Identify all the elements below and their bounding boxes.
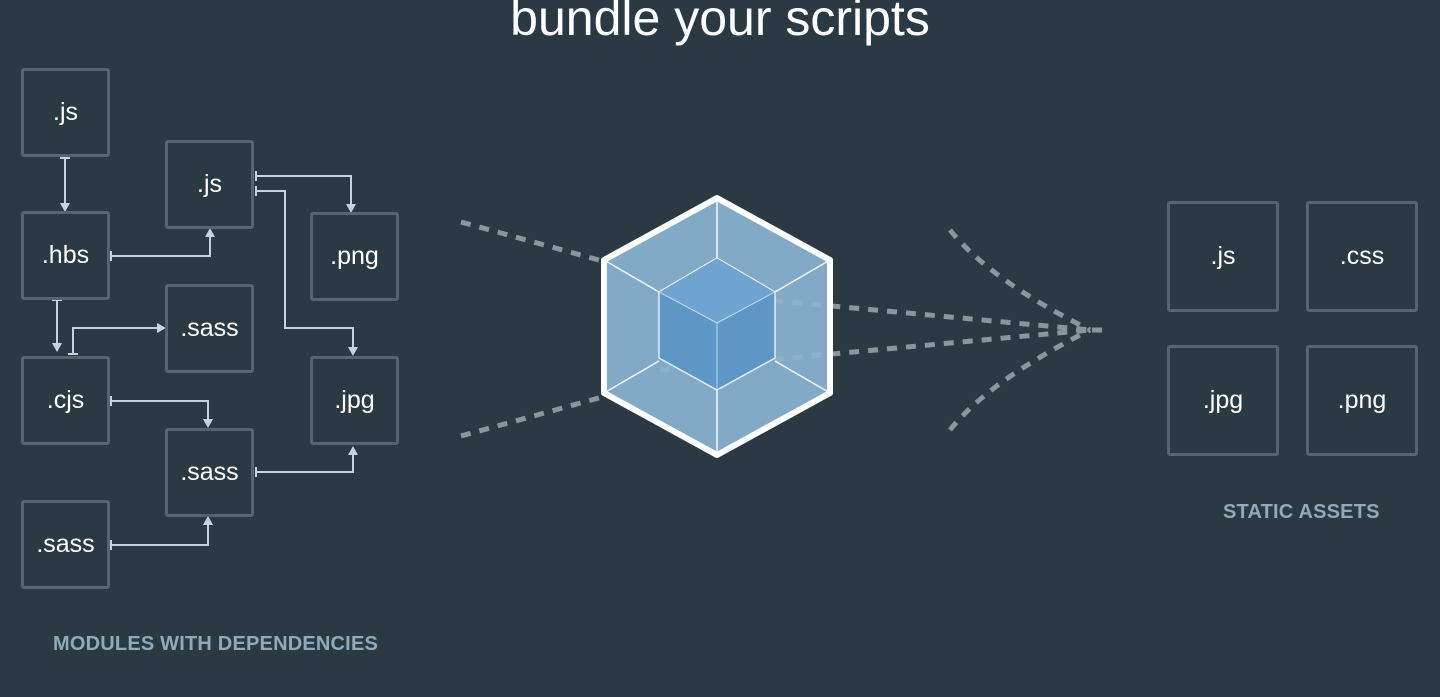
asset-label: .png — [1337, 386, 1387, 414]
module-sass: .sass — [165, 284, 254, 373]
module-js-entry: .js — [21, 68, 110, 157]
asset-label: .jpg — [1202, 386, 1244, 414]
asset-css: .css — [1306, 201, 1418, 312]
module-sass: .sass — [165, 428, 254, 517]
assets-caption: STATIC ASSETS — [1223, 501, 1380, 523]
asset-png: .png — [1306, 345, 1418, 456]
module-label: .cjs — [46, 386, 85, 414]
module-label: .sass — [36, 530, 95, 558]
asset-jpg: .jpg — [1167, 345, 1279, 456]
module-sass: .sass — [21, 500, 110, 589]
module-label: .jpg — [334, 386, 375, 414]
asset-label: .js — [1210, 242, 1236, 270]
module-cjs: .cjs — [21, 356, 110, 445]
module-label: .js — [197, 170, 222, 198]
asset-js: .js — [1167, 201, 1279, 312]
module-label: .png — [330, 242, 379, 270]
module-hbs: .hbs — [21, 211, 110, 300]
asset-label: .css — [1339, 242, 1385, 270]
module-js: .js — [165, 140, 254, 229]
module-jpg: .jpg — [310, 356, 399, 445]
module-label: .sass — [180, 458, 239, 486]
module-label: .sass — [180, 314, 239, 342]
module-png: .png — [310, 212, 399, 301]
modules-caption: MODULES WITH DEPENDENCIES — [53, 633, 379, 655]
module-label: .hbs — [41, 241, 90, 269]
page-title: bundle your scripts — [510, 0, 930, 46]
module-label: .js — [53, 98, 78, 126]
